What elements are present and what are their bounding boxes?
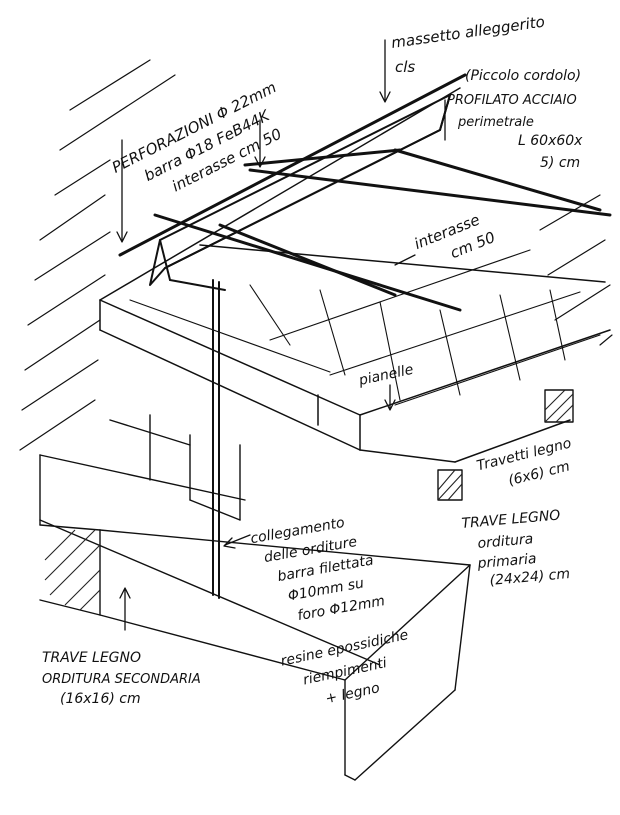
secondary-timber-beam — [39, 454, 471, 781]
legno-label: + legno — [324, 680, 381, 707]
annotation-profilato: (Piccolo cordolo) PROFILATO ACCIAIO peri… — [447, 68, 583, 171]
massetto-label: massetto alleggerito — [390, 13, 546, 52]
annotation-travetti: Travetti legno (6x6) cm — [475, 435, 573, 489]
profile-size-cont-label: 5) cm — [540, 155, 580, 171]
orditura-secondaria-label: ORDITURA SECONDARIA — [42, 672, 201, 687]
cls-label: cls — [395, 58, 415, 76]
background-shading-lines — [19, 59, 613, 451]
annotation-interasse: interasse cm 50 — [412, 211, 498, 263]
profile-size-label: L 60x60x — [518, 133, 583, 149]
annotation-massetto: massetto alleggerito cls — [390, 13, 546, 76]
orditura-primaria-label: orditura — [477, 531, 534, 552]
secondary-beam-section-hatch — [44, 529, 101, 611]
travetti-ends — [437, 389, 574, 501]
annotation-collegamento: collegamento delle orditure barra filett… — [249, 515, 386, 624]
connecting-rod — [212, 279, 220, 599]
annotation-trave-secondaria: TRAVE LEGNO ORDITURA SECONDARIA (16x16) … — [42, 650, 201, 707]
primary-size-label: (24x24) cm — [489, 566, 571, 589]
annotation-resine: resine epossidiche riempimenti + legno — [279, 627, 409, 707]
threaded-bars — [118, 73, 612, 312]
primary-timber-beam — [109, 414, 241, 521]
pianelle-tile-lines — [129, 249, 601, 406]
trave-secondaria-label: TRAVE LEGNO — [42, 650, 141, 666]
perimetrale-label: perimetrale — [457, 115, 534, 130]
trave-primaria-label: TRAVE LEGNO — [461, 507, 561, 532]
piccolo-cordolo-label: (Piccolo cordolo) — [465, 68, 581, 84]
leader-arrows — [116, 39, 446, 631]
profilato-acciaio-label: PROFILATO ACCIAIO — [447, 93, 577, 108]
pianelle-label: pianelle — [357, 362, 415, 389]
secondary-size-label: (16x16) cm — [60, 691, 141, 707]
annotation-trave-primaria: TRAVE LEGNO orditura primaria (24x24) cm — [461, 507, 571, 589]
primaria-label: primaria — [476, 551, 537, 572]
